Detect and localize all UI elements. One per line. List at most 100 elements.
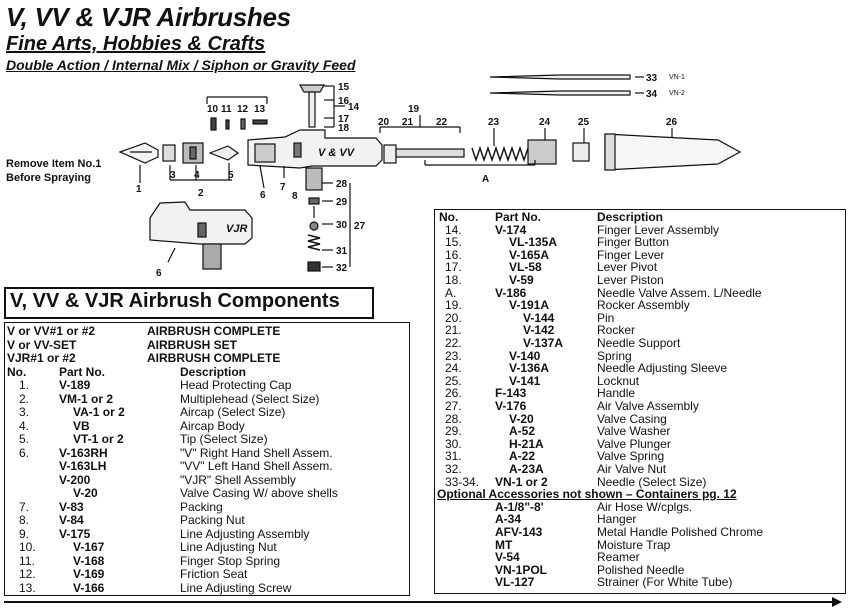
row-part-no: VN-1 or 2 [495,474,548,489]
set-description: AIRBRUSH SET [147,337,238,352]
row-no: 27. [445,399,462,413]
header-no: No. [439,210,459,224]
row-no: 21. [445,323,462,338]
row-no: 26. [445,386,462,401]
valve-casing-part [305,167,323,191]
row-description: Lever Piston [597,273,664,287]
row-no: 16. [445,247,462,262]
row-part-no: V-174 [495,222,527,237]
row-description: Finger Lever [597,247,665,262]
header-part-no: Part No. [59,364,106,379]
row-no: 20. [445,310,462,325]
row-part-no: V-167 [73,540,105,554]
row-description: Packing [180,499,223,514]
row-part-no: F-143 [495,386,527,401]
row-no: 29. [445,424,462,439]
row-description: Air Valve Assembly [597,399,699,413]
row-no: 33-34. [445,474,480,489]
row-no: 9. [19,526,30,541]
body-label-v-vv: V & VV [318,147,356,159]
svg-text:A: A [482,174,489,185]
svg-text:6: 6 [260,190,266,201]
handle-part [604,133,742,171]
row-no: 11. [19,553,35,568]
accessory-description: Moisture Trap [597,537,671,552]
row-part-no: H-21A [509,436,544,451]
row-no: 10. [19,540,36,554]
components-title: V, VV & VJR Airbrush Components [10,290,340,312]
svg-text:3: 3 [170,170,176,181]
row-description: Multiplehead (Select Size) [180,391,320,406]
row-part-no: V-168 [73,553,105,568]
set-description: AIRBRUSH COMPLETE [147,324,281,338]
accessory-part-no: V-54 [495,550,520,565]
row-no: 30. [445,436,462,451]
accessory-part-no: A-34 [495,512,522,527]
row-no: A. [445,285,457,300]
row-description: Line Adjusting Nut [180,540,277,554]
row-no: 19. [445,298,462,313]
row-part-no: A-23A [509,462,544,476]
set-part-no: V or VV-SET [7,337,77,352]
row-part-no: V-136A [509,361,550,376]
accessory-part-no: AFV-143 [495,525,543,539]
svg-text:12: 12 [237,104,249,115]
row-part-no: V-200 [59,472,91,487]
row-part-no: V-175 [59,526,91,541]
bottom-rule [4,601,840,603]
row-description: Valve Washer [597,424,671,439]
svg-text:7: 7 [280,182,286,193]
row-no: 3. [19,405,30,419]
row-description: Rocker Assembly [597,298,690,313]
page-subtitle: Fine Arts, Hobbies & Crafts [6,33,266,55]
row-part-no: VL-58 [509,260,542,275]
row-description: Valve Casing [597,411,667,426]
row-description: Needle (Select Size) [597,474,707,489]
accessory-description: Air Hose W/cplgs. [597,499,693,514]
tip-part [208,145,240,161]
svg-text:2: 2 [198,188,204,199]
svg-text:24: 24 [539,117,551,128]
svg-text:33: 33 [646,73,658,84]
head-protecting-cap-part [118,142,159,164]
page-tagline: Double Action / Internal Mix / Siphon or… [6,57,356,73]
header-description: Description [180,364,247,379]
accessory-description: Strainer (For White Tube) [597,575,733,590]
set-description: AIRBRUSH COMPLETE [147,351,281,365]
row-no: 6. [19,445,30,460]
svg-text:5: 5 [228,170,234,181]
row-description: "VV" Left Hand Shell Assem. [180,459,333,473]
svg-text:6: 6 [156,268,162,279]
row-no: 32. [445,462,462,476]
row-part-no: V-176 [495,399,527,413]
row-description: Finger Button [597,235,670,250]
row-no: 8. [19,513,30,527]
accessory-description: Polished Needle [597,562,685,577]
row-part-no: V-191A [509,298,550,313]
row-no: 15. [445,235,462,250]
aircap-part [162,144,176,162]
row-no: 14. [445,222,462,237]
row-description: Spring [597,348,632,363]
body-label-vjr: VJR [226,223,247,235]
row-description: Lever Pivot [597,260,658,275]
row-part-no: VL-135A [509,235,558,250]
row-description: Finger Lever Assembly [597,222,720,237]
row-part-no: V-137A [523,336,564,350]
svg-text:27: 27 [354,221,366,232]
row-description: Aircap Body [180,418,245,433]
row-part-no: A-52 [509,424,536,439]
accessory-description: Metal Handle Polished Chrome [597,525,764,539]
row-description: Air Valve Nut [597,462,667,476]
row-no: 5. [19,432,30,446]
accessory-part-no: VL-127 [495,575,535,590]
svg-text:17: 17 [338,114,350,125]
row-no: 23. [445,348,462,363]
row-description: Tip (Select Size) [180,432,268,446]
arrow-right-icon [832,597,842,607]
row-no: 31. [445,449,462,464]
svg-text:31: 31 [336,246,348,257]
svg-text:VN-2: VN-2 [669,90,685,97]
row-part-no: V-83 [59,499,84,514]
